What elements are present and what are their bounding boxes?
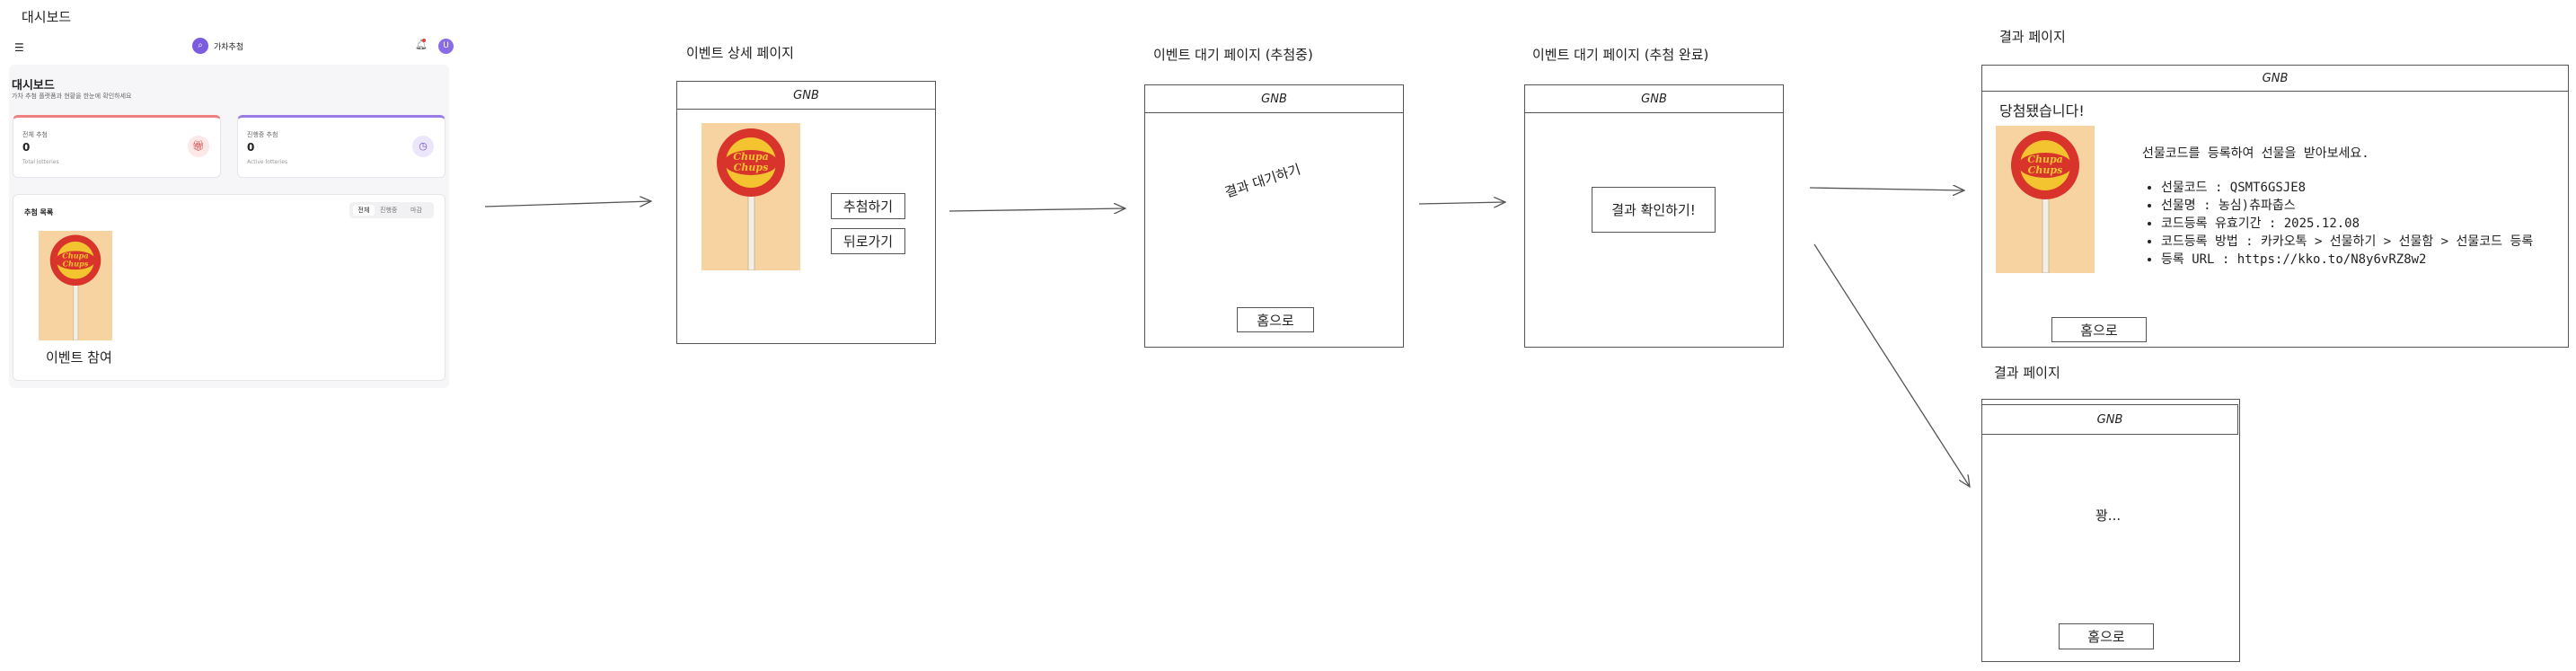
avatar[interactable]: U xyxy=(438,39,454,54)
svg-text:Chupa: Chupa xyxy=(733,151,769,163)
lollipop-image: Chupa Chups xyxy=(717,128,785,270)
gift-info-list: 선물코드 : QSMT6GSJE8 선물명 : 농심)츄파춥스 코드등록 유효기… xyxy=(2143,179,2533,269)
app-name: 가차추첨 xyxy=(214,43,244,52)
check-result-button[interactable]: 결과 확인하기! xyxy=(1592,187,1716,233)
gift-expiry: 코드등록 유효기간 : 2025.12.08 xyxy=(2161,215,2533,233)
gnb[interactable]: GNB xyxy=(676,81,936,110)
event-join-label[interactable]: 이벤트 참여 xyxy=(46,349,112,366)
stat-card-active: 진행중 추첨 0 Active lotteries ◷ xyxy=(237,115,446,178)
lollipop-image: Chupa Chups xyxy=(49,234,101,340)
back-button[interactable]: 뒤로가기 xyxy=(831,228,905,254)
svg-text:Chups: Chups xyxy=(63,259,89,268)
page-subtitle: 가차 추첨 플랫폼과 현황을 한눈에 확인하세요 xyxy=(12,93,132,100)
lottery-item-image[interactable]: Chupa Chups xyxy=(39,231,112,340)
page-title: 대시보드 xyxy=(12,79,55,93)
gnb[interactable]: GNB xyxy=(1981,404,2238,435)
stat-sub: Total lotteries xyxy=(22,159,59,165)
svg-text:Chupa: Chupa xyxy=(2027,154,2063,165)
tab-all[interactable]: 전체 xyxy=(353,205,375,216)
result-lose-frame xyxy=(1981,399,2240,662)
draw-button[interactable]: 추첨하기 xyxy=(831,193,905,219)
app-logo-icon: ⌕ xyxy=(192,38,208,54)
result-win-section-title: 결과 페이지 xyxy=(1999,29,2066,45)
tab-active[interactable]: 진행중 xyxy=(380,207,398,214)
lollipop-image: Chupa Chups xyxy=(2011,131,2079,273)
home-button[interactable]: 홈으로 xyxy=(2059,623,2154,649)
dashboard-body: 대시보드 가차 추첨 플랫폼과 현황을 한눈에 확인하세요 전체 추첨 0 To… xyxy=(9,65,449,388)
svg-text:Chups: Chups xyxy=(2028,164,2063,176)
home-button[interactable]: 홈으로 xyxy=(2051,317,2147,342)
gnb[interactable]: GNB xyxy=(1981,65,2569,92)
dashboard-topbar: ☰ ⌕ 가차추첨 🔔︎ U xyxy=(9,34,454,65)
result-lose-section-title: 결과 페이지 xyxy=(1994,365,2060,381)
dashboard-section-title: 대시보드 xyxy=(22,9,72,25)
stat-value: 0 xyxy=(247,141,255,154)
gift-register-method: 코드등록 방법 : 카카오톡 > 선물하기 > 선물함 > 선물코드 등록 xyxy=(2161,233,2533,251)
result-headline: 선물코드를 등록하여 선물을 받아보세요. xyxy=(2142,146,2369,161)
gift-code: 선물코드 : QSMT6GSJE8 xyxy=(2161,179,2533,197)
arrow-waiting-to-done xyxy=(1418,202,1505,204)
list-title: 추첨 목록 xyxy=(24,208,54,216)
gnb[interactable]: GNB xyxy=(1144,84,1404,113)
notification-dot xyxy=(422,39,426,42)
done-section-title: 이벤트 대기 페이지 (추첨 완료) xyxy=(1532,47,1709,63)
arrow-done-to-win xyxy=(1809,188,1964,190)
stat-label: 전체 추첨 xyxy=(22,131,48,138)
win-text: 당첨됐습니다! xyxy=(1999,102,2085,119)
arrow-dashboard-to-detail xyxy=(484,201,651,207)
result-product-image: Chupa Chups xyxy=(1996,126,2095,273)
waiting-frame xyxy=(1144,84,1404,348)
gift-name: 선물명 : 농심)츄파춥스 xyxy=(2161,197,2533,215)
lose-text: 꽝... xyxy=(2095,508,2122,524)
clock-icon: ◷ xyxy=(412,136,434,157)
home-button[interactable]: 홈으로 xyxy=(1237,307,1314,332)
stat-value: 0 xyxy=(22,141,31,154)
stat-sub: Active lotteries xyxy=(247,159,288,165)
stat-card-total: 전체 추첨 0 Total lotteries 🎁︎ xyxy=(13,115,221,178)
waiting-section-title: 이벤트 대기 페이지 (추첨중) xyxy=(1153,47,1313,63)
menu-icon[interactable]: ☰ xyxy=(14,41,24,54)
lottery-list-card: 추첨 목록 전체 진행중 마감 Chupa Chups 이벤트 참여 xyxy=(13,194,446,381)
detail-product-image: Chupa Chups xyxy=(701,123,800,270)
detail-section-title: 이벤트 상세 페이지 xyxy=(686,45,794,61)
filter-tabs: 전체 진행중 마감 xyxy=(349,202,434,218)
arrow-done-to-lose xyxy=(1813,243,1970,487)
svg-text:Chups: Chups xyxy=(734,162,769,173)
gnb[interactable]: GNB xyxy=(1524,84,1784,113)
stat-label: 진행중 추첨 xyxy=(247,131,278,138)
arrow-detail-to-waiting xyxy=(948,208,1125,211)
gift-register-url[interactable]: 등록 URL : https://kko.to/N8y6vRZ8w2 xyxy=(2161,251,2533,269)
gift-icon: 🎁︎ xyxy=(188,136,209,157)
tab-closed[interactable]: 마감 xyxy=(410,207,422,214)
svg-text:Chupa: Chupa xyxy=(62,252,88,260)
